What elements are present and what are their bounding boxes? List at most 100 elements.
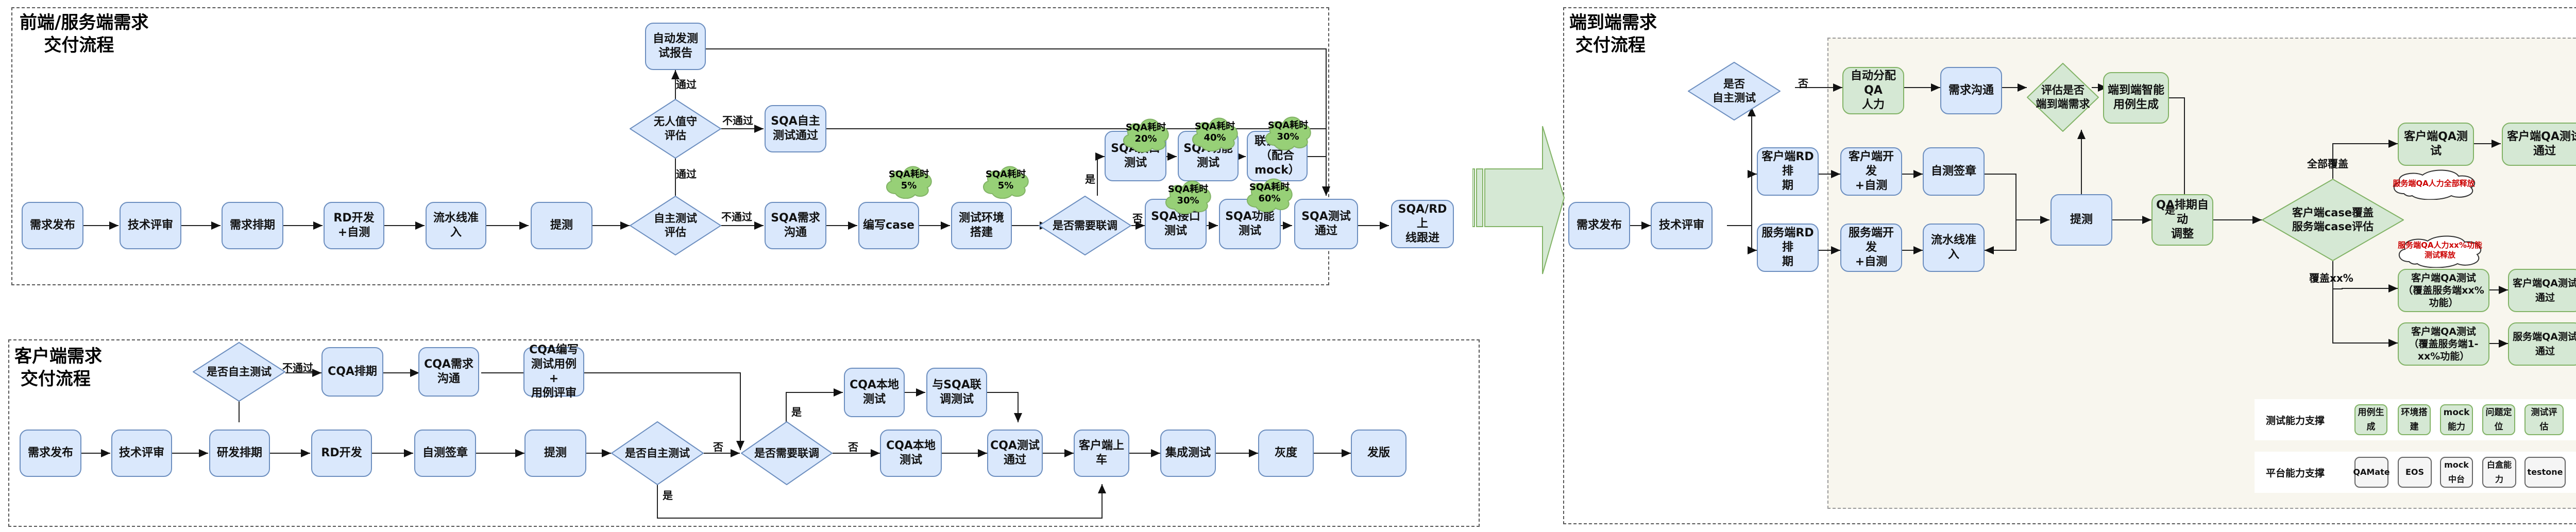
cl-dev-schedule[interactable]: 研发排期: [209, 430, 270, 477]
fe-sqa-self-pass[interactable]: SQA自主 测试通过: [765, 105, 826, 152]
fe-label-pass-upper: 通过: [676, 78, 697, 91]
e2e-tech-review[interactable]: 技术评审: [1651, 202, 1713, 249]
cl-self-sign[interactable]: 自测签章: [414, 430, 476, 477]
cl-is-self-test-label: 是否自主测试: [625, 447, 690, 459]
platform-qamate[interactable]: QAMate: [2353, 457, 2390, 488]
fe-self-test-eval-label: 自主测试 评估: [654, 212, 697, 238]
e2e-client-rd-schedule[interactable]: 客户端RD排 期: [1757, 147, 1819, 196]
fe-req-release[interactable]: 需求发布: [22, 202, 83, 249]
fe-cloud-write-case: SQA耗时5%: [882, 162, 936, 199]
cl-is-self-test-top[interactable]: 是否自主测试: [193, 342, 285, 402]
client-panel-title: 客户端需求 交付流程: [14, 346, 102, 389]
cl-need-joint[interactable]: 是否需要联调: [741, 421, 833, 485]
cl-submit-test[interactable]: 提测: [524, 430, 586, 477]
e2e-client-qa-test[interactable]: 客户端QA测试: [2398, 123, 2474, 166]
e2e-server-qa-pass[interactable]: 服务端QA测试通过: [2508, 322, 2576, 366]
cl-joint-sqa[interactable]: 与SQA联 调测试: [926, 368, 987, 417]
cl-cqa-write-case[interactable]: CQA编写 测试用例+ 用例评审: [523, 344, 584, 400]
cloud-icon: [2394, 169, 2476, 200]
capability-case-gen[interactable]: 用例生成: [2354, 404, 2387, 435]
e2e-label-yes: 是: [2165, 204, 2175, 216]
cl-cqa-req-comm[interactable]: CQA需求 沟通: [418, 347, 479, 397]
capability-issue-locate[interactable]: 问题定位: [2482, 404, 2515, 435]
platform-mock-center[interactable]: mock中台: [2440, 457, 2473, 488]
fe-sqa-func-test-b[interactable]: SQA功能 测试: [1219, 199, 1281, 249]
cl-release[interactable]: 发版: [1351, 430, 1406, 477]
fe-cloud-api-b: SQA耗时 30%: [1161, 176, 1215, 214]
cl-is-self-test[interactable]: 是否自主测试: [611, 421, 704, 485]
e2e-client-dev[interactable]: 客户端开发 +自测: [1840, 147, 1902, 196]
cl-label-fail: 不通过: [282, 362, 313, 374]
capability-env-setup[interactable]: 环境搭建: [2398, 404, 2431, 435]
fe-label-yes: 是: [1085, 173, 1095, 185]
fe-sqa-req-comm[interactable]: SQA需求 沟通: [765, 202, 826, 249]
platform-testone[interactable]: testone: [2524, 457, 2566, 488]
e2e-self-sign[interactable]: 自测签章: [1923, 147, 1985, 196]
fe-cloud-api-b-text: SQA耗时 30%: [1167, 184, 1209, 206]
cl-cqa-schedule[interactable]: CQA排期: [321, 347, 383, 397]
fe-cloud-joint-text: SQA耗时 30%: [1267, 120, 1309, 142]
frontend-panel-title: 前端/服务端需求 交付流程: [20, 12, 149, 56]
cl-client-board[interactable]: 客户端上 车: [1074, 430, 1129, 477]
fe-rd-dev[interactable]: RD开发 +自测: [324, 202, 384, 249]
frontend-panel: [11, 7, 1329, 285]
platform-eos[interactable]: EOS: [2398, 457, 2432, 488]
e2e-client-qa-pass-mid[interactable]: 客户端QA测试通过: [2508, 269, 2576, 312]
fe-submit-test[interactable]: 提测: [531, 202, 592, 249]
fe-tech-review[interactable]: 技术评审: [120, 202, 181, 249]
platform-whitebox[interactable]: 白盒能力: [2482, 457, 2516, 488]
e2e-req-comm[interactable]: 需求沟通: [1940, 67, 2002, 114]
transition-arrow: [1472, 126, 1565, 274]
fe-req-schedule[interactable]: 需求排期: [222, 202, 283, 249]
e2e-pipeline[interactable]: 流水线准入: [1923, 224, 1985, 272]
cloud-icon: [1265, 116, 1311, 150]
e2e-server-dev[interactable]: 服务端开发 +自测: [1840, 224, 1902, 272]
cl-tech-review[interactable]: 技术评审: [111, 430, 172, 477]
e2e-eval-e2e-label: 评估是否 端到端需求: [2036, 84, 2090, 110]
fe-cloud-joint: SQA耗时 30%: [1261, 112, 1315, 150]
e2e-panel: [1563, 7, 2576, 524]
capability-test-eval[interactable]: 测试评估: [2524, 404, 2564, 435]
fe-label-no: 否: [1132, 212, 1143, 225]
e2e-submit-test[interactable]: 提测: [2050, 194, 2112, 246]
e2e-case-coverage-eval[interactable]: 客户端case覆盖 服务端case评估: [2262, 179, 2404, 261]
e2e-label-full-cover: 全部覆盖: [2307, 158, 2348, 170]
fe-self-test-eval[interactable]: 自主测试 评估: [630, 196, 721, 255]
e2e-cloud-release-xx-text: 服务端QA人力xx%功能 测试释放: [2398, 241, 2482, 260]
e2e-client-qa-test-xx[interactable]: 客户端QA测试 （覆盖服务端xx%功能）: [2398, 269, 2489, 312]
e2e-server-rd-schedule[interactable]: 服务端RD排 期: [1757, 224, 1819, 272]
fe-sqa-test-pass[interactable]: SQA测试 通过: [1294, 199, 1358, 249]
fe-cloud-api-a-text: SQA耗时 20%: [1125, 122, 1166, 144]
fe-unattended-eval[interactable]: 无人值守 评估: [630, 99, 721, 159]
cl-label-no1: 否: [713, 441, 723, 453]
cl-need-joint-label: 是否需要联调: [754, 447, 819, 459]
e2e-case-gen[interactable]: 端到端智能 用例生成: [2103, 72, 2169, 124]
e2e-auto-assign-qa[interactable]: 自动分配QA 人力: [1842, 67, 1904, 114]
fe-env-setup[interactable]: 测试环境 搭建: [951, 202, 1012, 249]
cl-cqa-local-test-b[interactable]: CQA本地 测试: [880, 430, 942, 477]
cl-is-self-test-top-label: 是否自主测试: [207, 365, 272, 378]
e2e-qa-schedule-adjust[interactable]: QA排期自动 调整: [2151, 194, 2213, 246]
e2e-eval-e2e[interactable]: 评估是否 端到端需求: [2027, 63, 2099, 132]
cl-cqa-test-pass[interactable]: CQA测试 通过: [987, 430, 1043, 477]
e2e-req-release[interactable]: 需求发布: [1568, 202, 1630, 249]
capability-row-test-label: 测试能力支撑: [2266, 415, 2325, 426]
client-panel: [8, 339, 1480, 527]
fe-write-case[interactable]: 编写case: [858, 202, 919, 249]
fe-cloud-env-setup: SQA耗时5%: [979, 162, 1032, 199]
cl-integration-test[interactable]: 集成测试: [1160, 430, 1216, 477]
e2e-is-self-test[interactable]: 是否 自主测试: [1688, 62, 1781, 121]
cl-gray[interactable]: 灰度: [1258, 430, 1314, 477]
fe-need-joint[interactable]: 是否需要联调: [1039, 196, 1131, 255]
cl-req-release[interactable]: 需求发布: [20, 430, 81, 477]
cl-cqa-local-test-a[interactable]: CQA本地 测试: [844, 368, 905, 417]
fe-sqa-rd-online[interactable]: SQA/RD上 线跟进: [1391, 200, 1454, 248]
fe-cloud-func-a: SQA耗时 40%: [1188, 113, 1242, 151]
e2e-client-qa-pass-top[interactable]: 客户端QA测试通过: [2502, 123, 2576, 166]
e2e-client-qa-test-1xx[interactable]: 客户端QA测试 （覆盖服务端1-xx%功能）: [2398, 322, 2489, 366]
fe-cloud-api-a: SQA耗时 20%: [1119, 114, 1173, 152]
fe-pipeline[interactable]: 流水线准 入: [426, 202, 486, 249]
capability-mock[interactable]: mock能力: [2440, 404, 2473, 435]
fe-auto-report[interactable]: 自动发测 试报告: [645, 23, 706, 70]
cl-rd-dev[interactable]: RD开发: [311, 430, 372, 477]
